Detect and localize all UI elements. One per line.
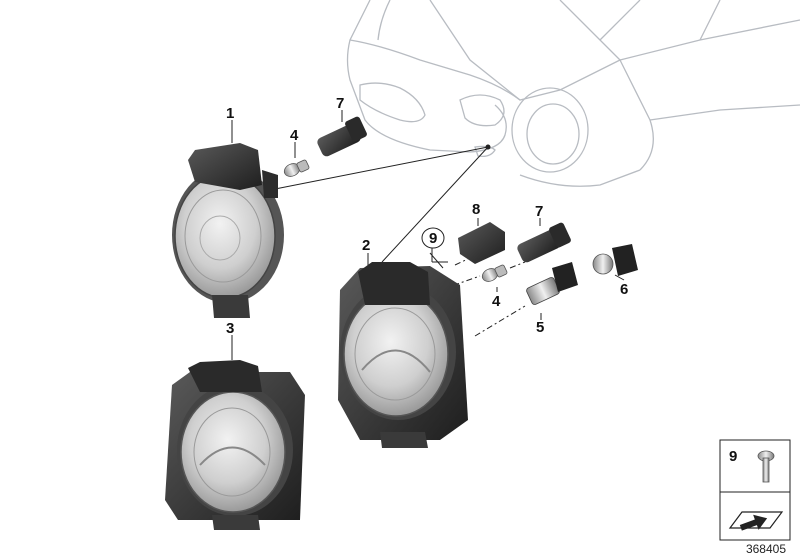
- callout-2: 2: [362, 237, 370, 254]
- callout-7-upper: 7: [336, 95, 344, 112]
- bulb-6: [592, 244, 638, 276]
- socket-7-upper: [317, 116, 367, 157]
- car-front-outline: [346, 0, 800, 187]
- document-number: 368405: [745, 542, 786, 556]
- legend-item-number: 9: [729, 448, 737, 465]
- cover-cap-8: [458, 222, 505, 264]
- arrow-plate-icon: [728, 511, 784, 531]
- callout-4-lower: 4: [492, 293, 501, 310]
- legend-box: 9: [719, 439, 791, 541]
- callout-8: 8: [472, 201, 480, 218]
- dashed-assembly-lines: [439, 257, 526, 337]
- torx-screw-icon: [757, 450, 775, 483]
- callout-3: 3: [226, 320, 234, 337]
- callout-6: 6: [620, 281, 628, 298]
- callouts: 1 4 7 2 9 8 7 4 5 6 3: [226, 95, 628, 337]
- bulb-4-lower: [481, 264, 508, 282]
- callout-5: 5: [536, 319, 544, 336]
- fog-light-1: [172, 143, 284, 318]
- socket-7-lower: [517, 222, 571, 263]
- screw-9-marker: [421, 227, 445, 269]
- callout-7-lower: 7: [535, 203, 543, 220]
- leader-lines: [231, 110, 625, 360]
- bulb-4-upper: [283, 159, 310, 177]
- callout-1: 1: [226, 105, 234, 122]
- callout-4-upper: 4: [290, 127, 299, 144]
- fog-light-2: [338, 262, 468, 448]
- bulb-5: [526, 262, 578, 305]
- callout-9: 9: [429, 230, 437, 247]
- fog-light-3: [165, 360, 305, 530]
